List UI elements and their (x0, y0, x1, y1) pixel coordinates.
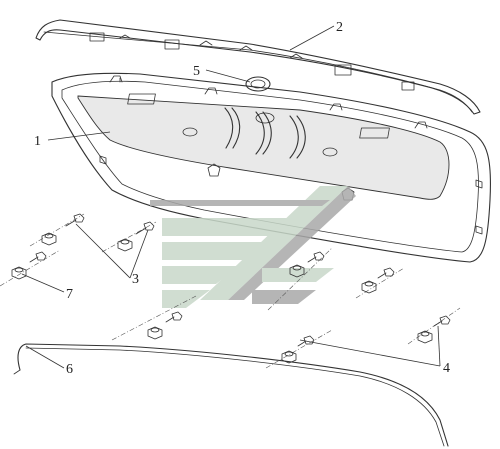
fastener-set-h (417, 315, 451, 344)
watermark-logo (150, 186, 356, 308)
callout-6: 6 (66, 362, 73, 377)
callout-labels: 1 2 5 3 7 6 4 (34, 20, 450, 377)
fastener-set-f (361, 267, 395, 294)
part-1-trim-panel (51, 72, 491, 263)
fastener-set-d (147, 311, 183, 340)
fastener-set-e (289, 251, 325, 278)
callout-1: 1 (34, 134, 41, 149)
callout-2: 2 (336, 20, 343, 35)
callout-4: 4 (443, 361, 450, 376)
leader-lines (21, 25, 441, 369)
callout-7: 7 (66, 287, 73, 302)
callout-5: 5 (193, 64, 200, 79)
part-2-spoiler-trim (35, 19, 481, 115)
callout-3: 3 (132, 272, 139, 287)
fasteners (0, 213, 461, 369)
fastener-set-g (281, 335, 315, 364)
part-5-grommet (245, 76, 271, 92)
part-6-seal-strip (13, 343, 449, 447)
fastener-set-a (41, 213, 85, 246)
fastener-set-c (11, 251, 47, 280)
fastener-set-b (117, 221, 155, 252)
